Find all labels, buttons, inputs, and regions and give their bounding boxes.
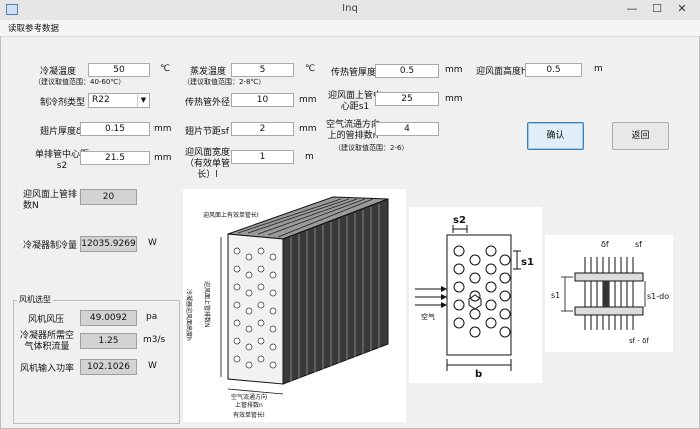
air-label: 空气 [421, 312, 435, 321]
fin-s1-label: s1 [551, 291, 560, 300]
capacity-label: 冷凝器制冷量 [23, 241, 78, 251]
airflow-label: 冷凝器所需空 气体积流量 [20, 331, 75, 352]
tube-thickness-input[interactable]: 0.5 [375, 64, 439, 78]
evap-temp-input[interactable]: 5 [231, 63, 294, 77]
fin-thickness-unit: mm [154, 124, 172, 134]
pitch-s2-unit: mm [154, 153, 172, 163]
airflow-output: 1.25 [80, 333, 137, 349]
face-height-unit: m [594, 64, 603, 74]
evap-temp-hint: （建议取值范围：2-8℃） [183, 78, 266, 86]
face-height-label: 迎风面高度h [476, 67, 527, 77]
confirm-button[interactable]: 确认 [527, 122, 584, 150]
cond-temp-unit: ℃ [160, 64, 171, 74]
evap-temp-label: 蒸发温度 [190, 67, 227, 77]
maximize-button[interactable]: ☐ [652, 2, 662, 15]
cond-temp-input[interactable]: 50 [88, 63, 150, 77]
refrigerant-label: 制冷剂类型 [40, 98, 86, 108]
face-width-label: 迎风面宽度 （有效单管 长）l [185, 148, 231, 180]
tube-od-input[interactable]: 10 [231, 93, 294, 107]
fan-power-label: 风机输入功率 [20, 364, 75, 374]
rows-hint: （建议取值范围：2-6） [334, 144, 409, 152]
menu-read-reference[interactable]: 读取参考数据 [8, 24, 60, 34]
coil-3d-diagram: 迎风面上有效单管长l 冷凝器迎风面高度h 迎风面上管排数N 空气流通方向 上管排… [183, 189, 406, 422]
chevron-down-icon: ▼ [137, 94, 149, 107]
fin-thickness-input[interactable]: 0.15 [80, 122, 150, 136]
b-label: b [475, 369, 482, 380]
fin-section-diagram: δf sf s1 s1-do sf - δf [545, 235, 673, 352]
s1-label: s1 [521, 257, 534, 268]
face-width-input[interactable]: 1 [231, 150, 294, 164]
pitch-s1-unit: mm [445, 94, 463, 104]
rows-label: 空气流通方向 上的管排数n [326, 120, 381, 141]
cond-temp-hint: （建议取值范围：40-60℃） [34, 78, 126, 86]
face-width-unit: m [305, 152, 314, 162]
fin-pitch-unit: mm [299, 124, 317, 134]
fan-selection-group: 风机选型 [13, 294, 180, 424]
face-height-input[interactable]: 0.5 [525, 63, 582, 77]
refrigerant-select[interactable]: R22 ▼ [88, 93, 150, 108]
coil-bottom-note-1: 空气流通方向 [231, 393, 267, 401]
evap-temp-unit: ℃ [305, 64, 316, 74]
tube-od-unit: mm [299, 95, 317, 105]
tube-thickness-label: 传热管厚度 [331, 68, 377, 78]
fin-pitch-label: 翅片节距sf [185, 127, 229, 137]
coil-bottom-note-2: 上管排数n [235, 401, 263, 409]
back-button[interactable]: 返回 [612, 122, 669, 150]
tube-thickness-unit: mm [445, 65, 463, 75]
refrigerant-value: R22 [92, 95, 110, 105]
coil-height-note: 冷凝器迎风面高度h [185, 289, 193, 341]
menu-bar: 读取参考数据 [0, 20, 700, 37]
app-icon [6, 4, 18, 15]
fan-group-title: 风机选型 [17, 294, 53, 305]
capacity-output: 12035.9269 [80, 236, 137, 252]
tube-layout-svg: s2 s1 b 空气 [415, 215, 534, 380]
coil-3d-svg: 迎风面上有效单管长l 冷凝器迎风面高度h 迎风面上管排数N 空气流通方向 上管排… [185, 196, 389, 419]
title-bar: Inq — ☐ ✕ [0, 0, 700, 21]
tube-layout-diagram: s2 s1 b 空气 [409, 207, 542, 383]
s2-label: s2 [453, 215, 466, 226]
tube-count-output: 20 [80, 189, 137, 205]
coil-rows-note: 迎风面上管排数N [203, 281, 211, 328]
fan-pressure-output: 49.0092 [80, 310, 137, 326]
close-button[interactable]: ✕ [677, 2, 687, 15]
airflow-unit: m3/s [143, 335, 166, 345]
pitch-s2-input[interactable]: 21.5 [80, 151, 150, 165]
capacity-unit: W [148, 238, 157, 248]
coil-bottom-note-3: 有效单管长l [233, 411, 265, 419]
fin-section-svg: δf sf s1 s1-do sf - δf [551, 240, 669, 345]
tube-od-label: 传热管外径 [185, 98, 231, 108]
fan-pressure-label: 风机风压 [28, 315, 65, 325]
pitch-s1-label: 迎风面上管中 心距s1 [328, 91, 383, 112]
fan-pressure-unit: pa [146, 312, 158, 322]
s1-do-label: s1-do [647, 292, 669, 301]
fin-thickness-label: 翅片厚度δf [40, 127, 85, 137]
coil-top-note: 迎风面上有效单管长l [203, 211, 259, 219]
fan-power-unit: W [148, 361, 157, 371]
fan-power-output: 102.1026 [80, 359, 137, 375]
pitch-s2-label: 单排管中心距 s2 [35, 150, 90, 171]
sf-label: sf [635, 240, 642, 249]
pitch-s1-input[interactable]: 25 [375, 92, 439, 106]
rows-input[interactable]: 4 [375, 122, 439, 136]
minimize-button[interactable]: — [626, 2, 638, 15]
window-title: Inq [342, 3, 358, 14]
delta-f-label: δf [601, 240, 609, 249]
cond-temp-label: 冷凝温度 [40, 67, 77, 77]
sf-minus-df-label: sf - δf [629, 337, 649, 345]
tube-count-label: 迎风面上管排 数N [23, 190, 78, 211]
fin-pitch-input[interactable]: 2 [231, 122, 294, 136]
